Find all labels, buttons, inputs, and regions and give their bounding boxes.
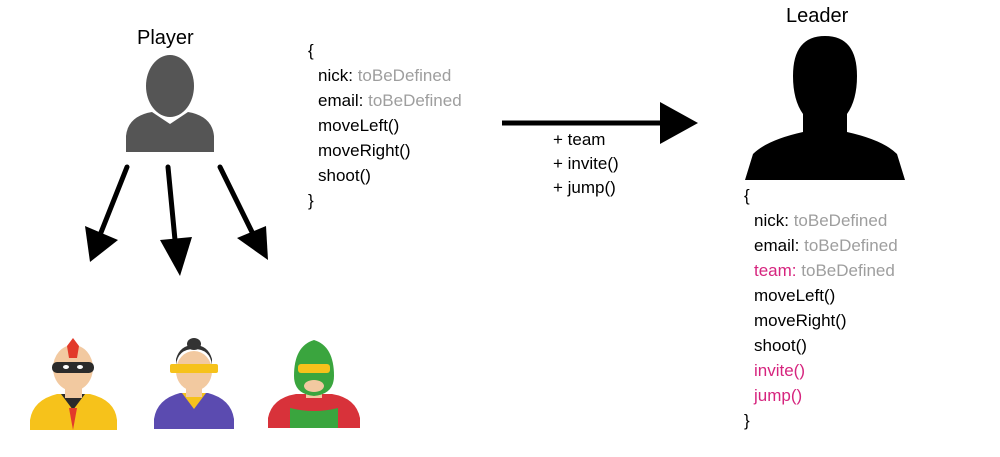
field-name: nick: (318, 66, 353, 85)
hero-red-mask-icon (30, 338, 117, 430)
leader-method-invite: invite() (754, 361, 806, 380)
addition-team: + team (553, 130, 606, 149)
field-name: email: (754, 236, 800, 255)
field-value: toBeDefined (357, 66, 452, 85)
arrow-head-middle (160, 237, 192, 276)
hero-yellow-visor-icon (154, 338, 234, 429)
player-title: Player (137, 27, 194, 49)
player-method-moveleft: moveLeft() (318, 116, 400, 135)
field-value: toBeDefined (801, 261, 895, 280)
player-field-email: email: toBeDefined (308, 88, 462, 113)
split-arrows (85, 164, 268, 276)
field-value: toBeDefined (368, 91, 462, 110)
hero-green-mask-icon (268, 340, 360, 428)
field-value: toBeDefined (804, 236, 898, 255)
arrow-head-right (237, 226, 268, 260)
leader-field-team: team: toBeDefined (744, 258, 898, 283)
leader-field-nick: nick: toBeDefined (744, 208, 898, 233)
field-name: email: (318, 91, 364, 110)
player-open-brace: { (308, 41, 314, 60)
leader-avatar-icon (745, 36, 905, 180)
player-method-shoot: shoot() (318, 166, 371, 185)
leader-code-block: { nick: toBeDefined email: toBeDefined t… (744, 183, 898, 433)
leader-field-email: email: toBeDefined (744, 233, 898, 258)
leader-method-moveright: moveRight() (754, 311, 847, 330)
inheritance-arrow (502, 102, 698, 144)
addition-invite: + invite() (553, 154, 619, 173)
player-close-brace: } (308, 191, 314, 210)
arrow-additions: + team + invite() + jump() (553, 128, 619, 200)
leader-title: Leader (786, 5, 849, 27)
arrow-head-left (85, 226, 118, 262)
leader-method-jump: jump() (754, 386, 803, 405)
field-name: team: (754, 261, 797, 280)
leader-method-moveleft: moveLeft() (754, 286, 836, 305)
addition-jump: + jump() (553, 178, 616, 197)
leader-close-brace: } (744, 411, 750, 430)
leader-method-shoot: shoot() (754, 336, 807, 355)
player-code-block: { nick: toBeDefined email: toBeDefined m… (308, 38, 462, 213)
player-field-nick: nick: toBeDefined (308, 63, 462, 88)
player-avatar-icon (126, 55, 214, 152)
player-method-moveright: moveRight() (318, 141, 411, 160)
leader-open-brace: { (744, 186, 750, 205)
field-value: toBeDefined (793, 211, 888, 230)
field-name: nick: (754, 211, 789, 230)
